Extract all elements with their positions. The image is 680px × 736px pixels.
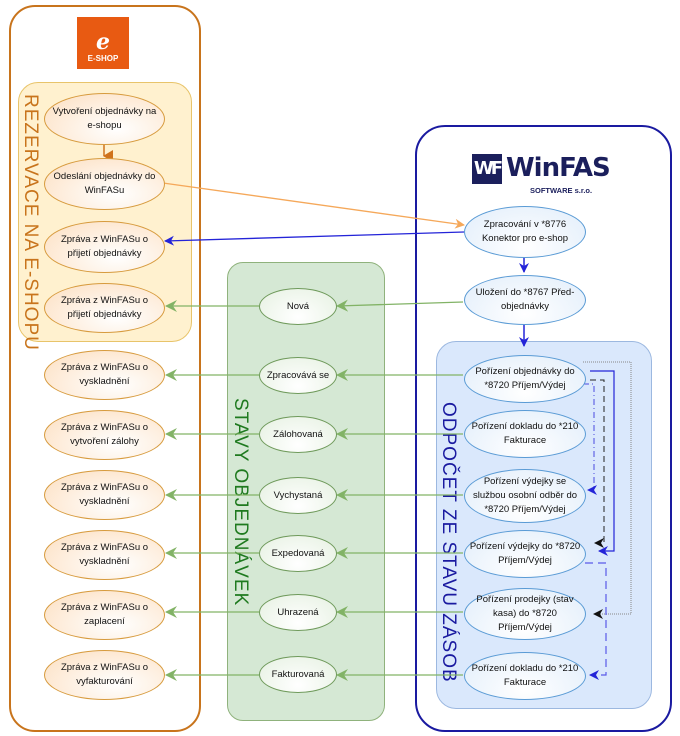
stavy-label: STAVY OBJEDNÁVEK xyxy=(230,398,251,607)
node-porizeni-objednavky[interactable]: Pořízení objednávky do *8720 Příjem/Výde… xyxy=(464,355,586,403)
winfas-logo: WF WinFAS SOFTWARE s.r.o. xyxy=(472,152,612,196)
link-dashdot-blue xyxy=(583,383,597,495)
node-received-msg-1[interactable]: Zpráva z WinFASu o přijetí objednávky xyxy=(44,221,165,273)
odpocet-container xyxy=(436,341,652,709)
link-dashed-blue xyxy=(585,562,607,680)
winfas-mark-icon: WF xyxy=(472,154,503,184)
link-dotted-grey xyxy=(583,361,632,619)
link-solid-blue xyxy=(590,370,615,556)
node-received-msg-2[interactable]: Zpráva z WinFASu o přijetí objednávky xyxy=(44,283,165,333)
arrow-ulozeni-to-nova xyxy=(336,299,464,312)
state-vychystana[interactable]: Vychystaná xyxy=(259,477,337,514)
state-zpracovava-se[interactable]: Zpracovává se xyxy=(259,357,337,394)
node-create-order[interactable]: Vytvoření objednávky na e-shopu xyxy=(44,93,165,145)
state-uhrazena[interactable]: Uhrazená xyxy=(259,594,337,631)
node-porizeni-dokladu-1[interactable]: Pořízení dokladu do *210 Fakturace xyxy=(464,410,586,458)
winfas-logo-name: WinFAS xyxy=(506,153,611,183)
node-porizeni-dokladu-2[interactable]: Pořízení dokladu do *210 Fakturace xyxy=(464,652,586,700)
node-msg-vyskladneni-1[interactable]: Zpráva z WinFASu o vyskladnění xyxy=(44,350,165,400)
state-zalohovana[interactable]: Zálohovaná xyxy=(259,416,337,453)
shopping-bag-icon: e xyxy=(96,29,110,55)
arrow-send-to-konektor xyxy=(162,182,465,229)
eshop-logo: e E-SHOP xyxy=(77,17,129,69)
node-porizeni-prodejky[interactable]: Pořízení prodejky (stav kasa) do *8720 P… xyxy=(464,588,586,640)
node-msg-vyfakturovani[interactable]: Zpráva z WinFASu o vyfakturování xyxy=(44,650,165,700)
node-porizeni-vydejky[interactable]: Pořízení výdejky do *8720 Příjem/Výdej xyxy=(464,530,586,578)
state-nova[interactable]: Nová xyxy=(259,288,337,325)
node-msg-zaloha[interactable]: Zpráva z WinFASu o vytvoření zálohy xyxy=(44,410,165,460)
eshop-logo-text: E-SHOP xyxy=(87,54,119,63)
rezervace-label: REZERVACE NA E-SHOPU xyxy=(20,94,41,351)
state-expedovana[interactable]: Expedovaná xyxy=(259,535,337,572)
node-send-order[interactable]: Odeslání objednávky do WinFASu xyxy=(44,158,165,210)
node-msg-vyskladneni-2[interactable]: Zpráva z WinFASu o vyskladnění xyxy=(44,470,165,520)
node-msg-vyskladneni-3[interactable]: Zpráva z WinFASu o vyskladnění xyxy=(44,530,165,580)
node-predobjednavky[interactable]: Uložení do *8767 Před-objednávky xyxy=(464,275,586,325)
arrow-konektor-to-prijeti xyxy=(164,231,465,246)
link-dashed-black xyxy=(590,379,605,548)
node-konektor[interactable]: Zpracování v *8776 Konektor pro e-shop xyxy=(464,206,586,258)
winfas-logo-sub: SOFTWARE s.r.o. xyxy=(530,186,593,195)
node-msg-zaplaceni[interactable]: Zpráva z WinFASu o zaplacení xyxy=(44,590,165,640)
state-fakturovana[interactable]: Fakturovaná xyxy=(259,656,337,693)
node-porizeni-vydejky-osobni[interactable]: Pořízení výdejky se službou osobní odběr… xyxy=(464,469,586,523)
